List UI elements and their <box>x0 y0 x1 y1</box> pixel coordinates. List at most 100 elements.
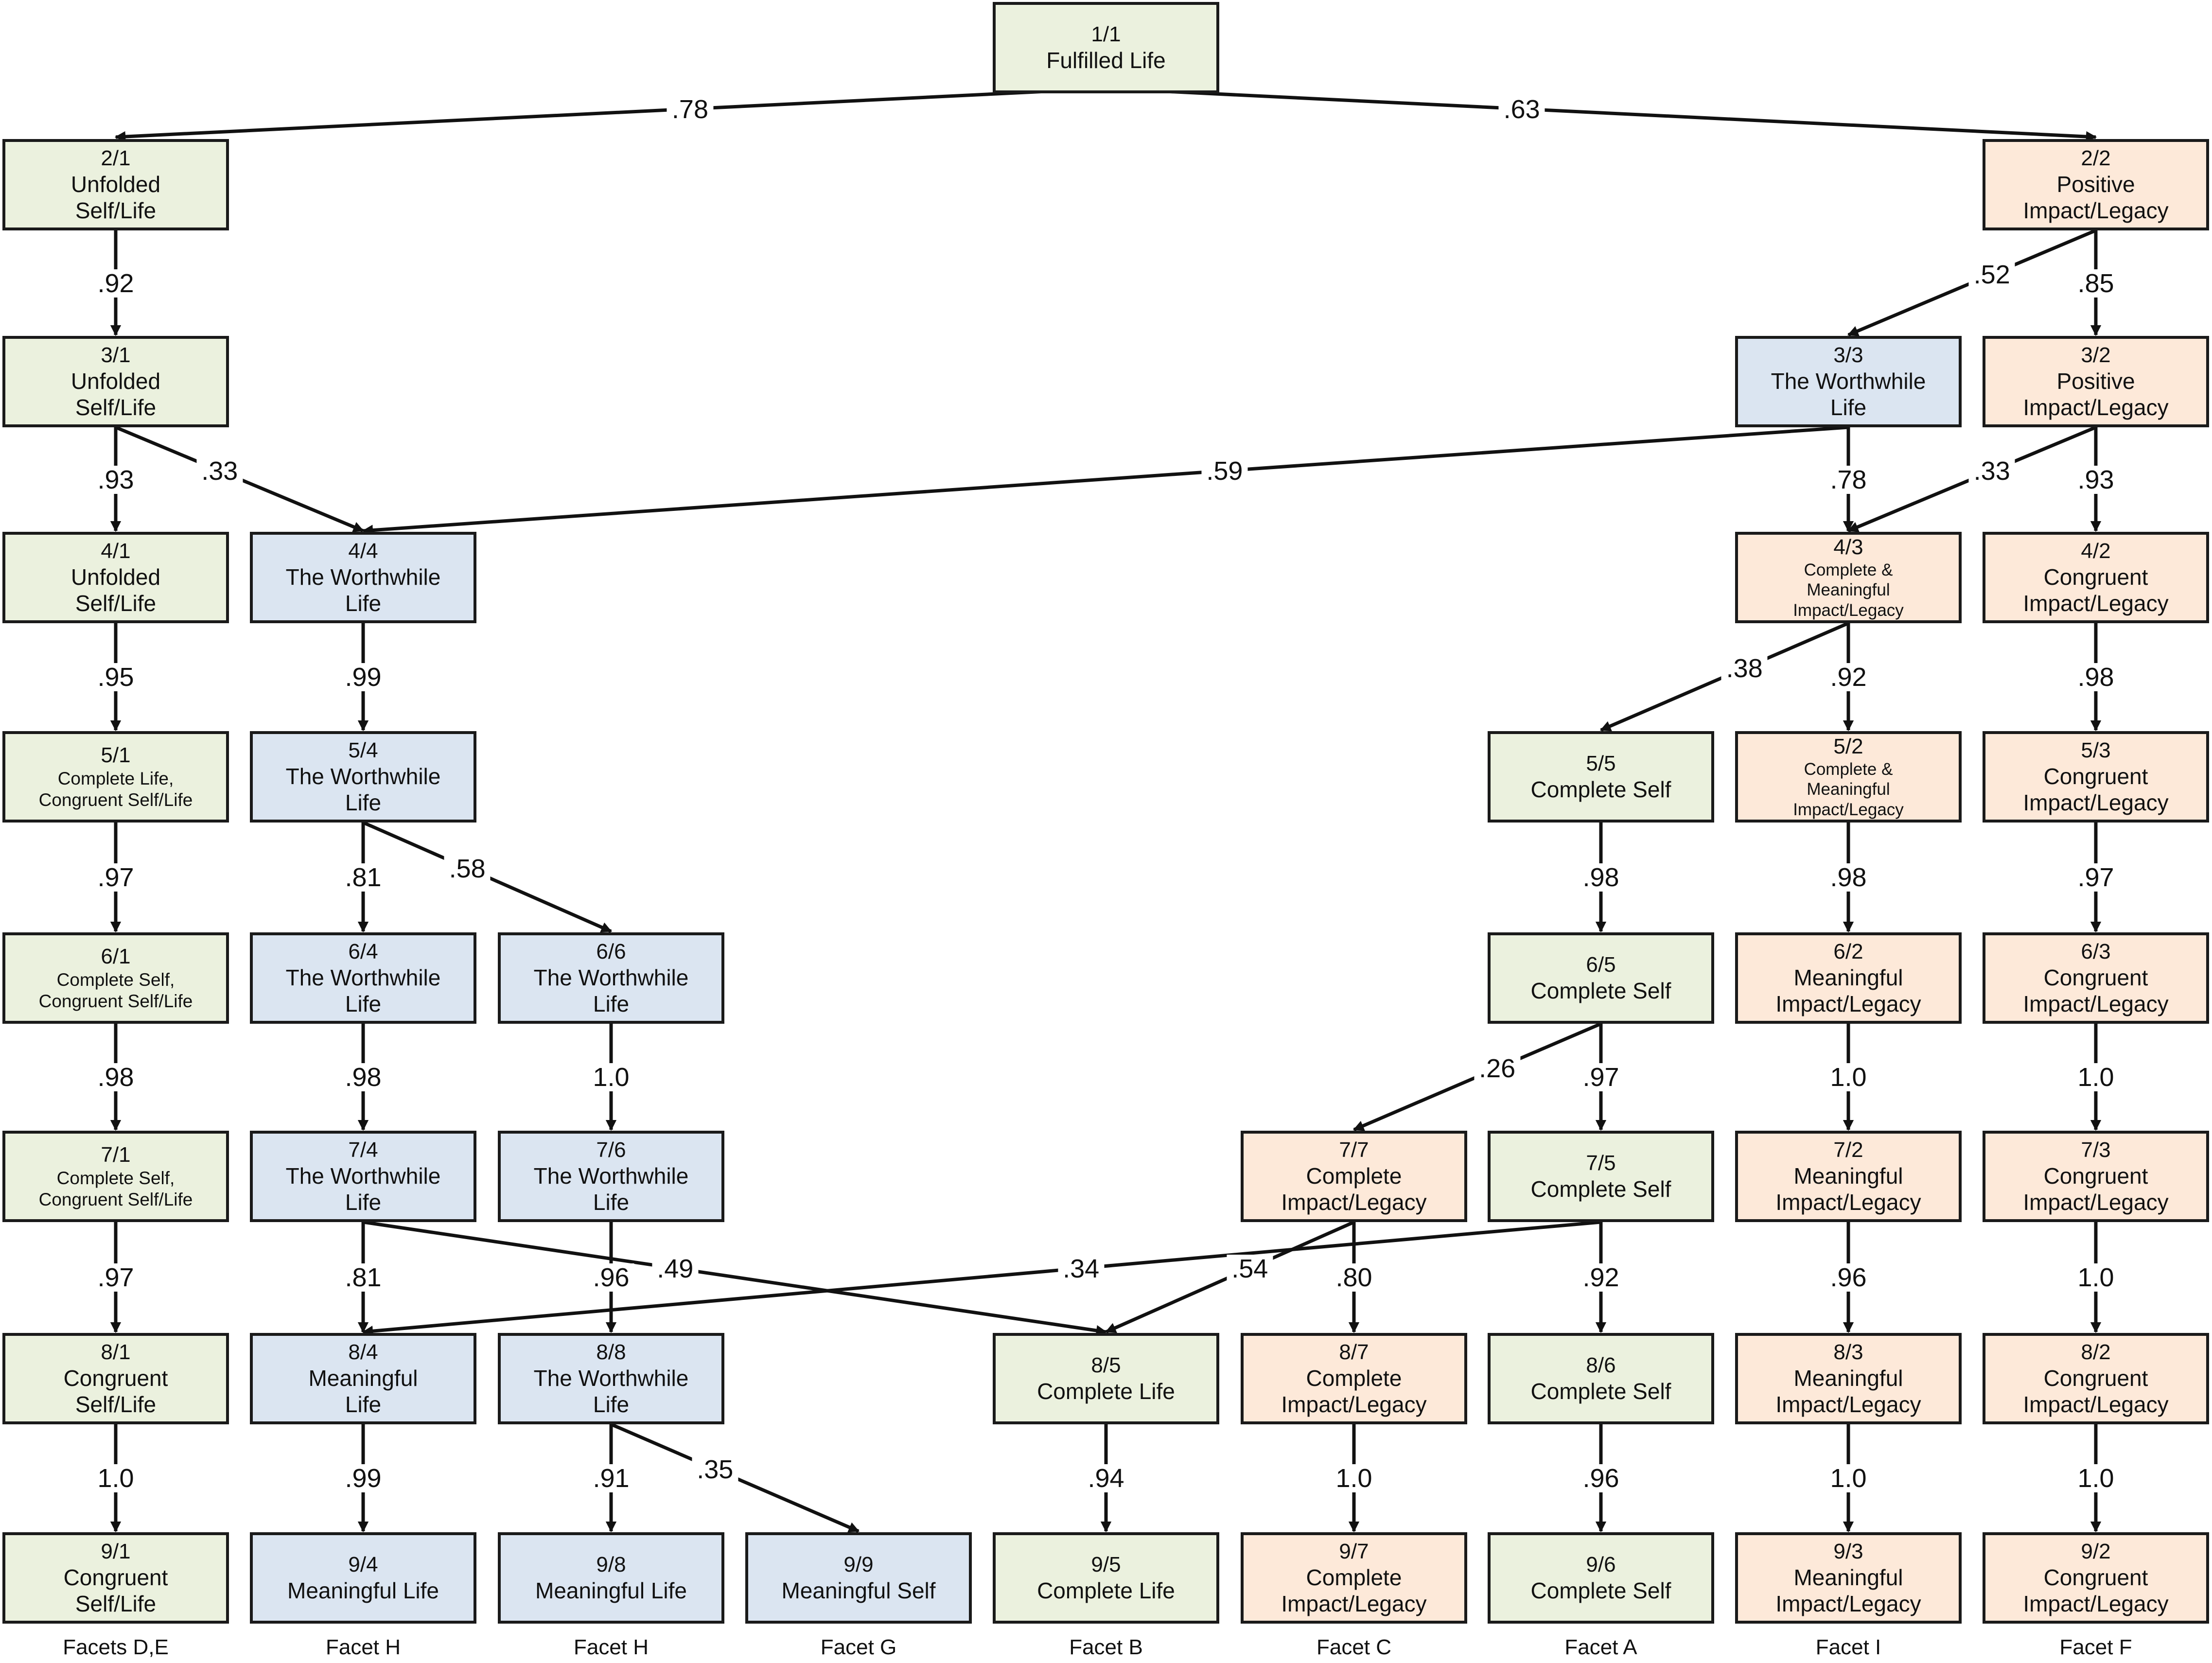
node-id: 9/8 <box>596 1552 626 1576</box>
node-id: 9/6 <box>1586 1552 1616 1576</box>
node-label: Complete Self <box>1530 776 1671 802</box>
node-label: Complete Self <box>1530 1176 1671 1202</box>
node-label: Congruent Impact/Legacy <box>2023 564 2169 616</box>
facet-label: Facet B <box>1069 1635 1143 1659</box>
node-label: The Worthwhile Life <box>285 964 441 1016</box>
facet-label: Facet F <box>2059 1635 2132 1659</box>
edge-1-1-to-2-1 <box>114 87 1106 142</box>
edge-7-4-to-8-5 <box>363 1220 1107 1336</box>
node-id: 9/4 <box>348 1552 378 1576</box>
node-id: 1/1 <box>1091 22 1121 46</box>
path-weight: .81 <box>340 863 386 892</box>
path-weight: .97 <box>1578 1063 1624 1091</box>
path-weight: .93 <box>92 465 139 494</box>
path-weight: .97 <box>92 863 139 892</box>
path-weight: .59 <box>1201 457 1248 486</box>
node-id: 4/4 <box>348 539 378 563</box>
node-label: Positive Impact/Legacy <box>2023 171 2169 223</box>
node-label: Congruent Self/Life <box>63 1365 168 1417</box>
path-weight: .78 <box>1825 465 1872 494</box>
node-label: Complete Self <box>1530 1378 1671 1404</box>
node-label: Meaningful Impact/Legacy <box>1775 1564 1921 1616</box>
node-id: 7/5 <box>1586 1151 1616 1175</box>
node-label: Complete Impact/Legacy <box>1281 1365 1427 1417</box>
node-label: Congruent Impact/Legacy <box>2023 964 2169 1016</box>
path-weight: .81 <box>340 1263 386 1292</box>
node-id: 5/1 <box>101 743 131 768</box>
node-id: 7/6 <box>596 1138 626 1162</box>
path-weight: .58 <box>444 854 491 883</box>
node-id: 9/3 <box>1833 1539 1863 1563</box>
path-weight: .80 <box>1331 1263 1377 1292</box>
path-weight: .92 <box>92 269 139 298</box>
node-label: Complete Life <box>1037 1577 1175 1603</box>
node-id: 7/3 <box>2081 1138 2111 1162</box>
node-label: Meaningful Impact/Legacy <box>1775 1163 1921 1215</box>
node-id: 7/2 <box>1833 1138 1863 1162</box>
path-weight: .98 <box>92 1063 139 1091</box>
path-weight: .97 <box>92 1263 139 1292</box>
node-label: Meaningful Life <box>535 1577 687 1603</box>
path-weight: .33 <box>1968 457 2015 486</box>
path-weight: 1.0 <box>588 1063 634 1091</box>
node-id: 9/2 <box>2081 1539 2111 1563</box>
node-label: The Worthwhile Life <box>533 1365 689 1417</box>
edge-7-5-to-8-4 <box>362 1220 1601 1337</box>
node-id: 6/5 <box>1586 952 1616 977</box>
path-weight: .96 <box>588 1263 634 1292</box>
facet-label: Facet H <box>325 1635 401 1659</box>
path-weight: .54 <box>1227 1254 1273 1283</box>
node-label: Complete Life, Congruent Self/Life <box>38 769 193 810</box>
path-weight: .92 <box>1825 663 1872 691</box>
path-weight: .63 <box>1498 95 1545 123</box>
node-label: The Worthwhile Life <box>285 1163 441 1215</box>
node-label: Congruent Impact/Legacy <box>2023 1163 2169 1215</box>
node-id: 3/1 <box>101 343 131 367</box>
node-id: 8/3 <box>1833 1340 1863 1364</box>
node-id: 8/8 <box>596 1340 626 1364</box>
node-id: 6/6 <box>596 939 626 963</box>
node-label: Meaningful Impact/Legacy <box>1775 1365 1921 1417</box>
node-id: 4/3 <box>1833 535 1863 560</box>
path-weight: .91 <box>588 1464 634 1492</box>
node-label: The Worthwhile Life <box>285 564 441 616</box>
edge-3-3-to-4-4 <box>362 425 1849 536</box>
node-label: Complete Self, Congruent Self/Life <box>38 1168 193 1209</box>
node-id: 8/4 <box>348 1340 378 1364</box>
node-label: Complete Impact/Legacy <box>1281 1163 1427 1215</box>
path-weight: .94 <box>1083 1464 1129 1492</box>
node-label: Meaningful Impact/Legacy <box>1775 964 1921 1016</box>
facet-label: Facet I <box>1815 1635 1881 1659</box>
path-weight: .35 <box>692 1455 738 1484</box>
path-weight: .97 <box>2072 863 2119 892</box>
path-weight: .93 <box>2072 465 2119 494</box>
node-id: 5/4 <box>348 738 378 762</box>
